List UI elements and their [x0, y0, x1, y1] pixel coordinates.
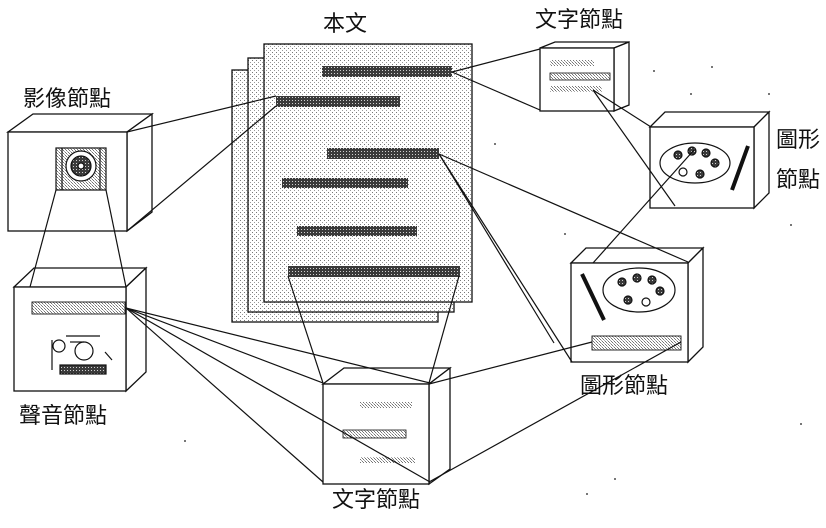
connector	[428, 341, 593, 385]
film-reel-icon	[55, 147, 107, 191]
sound-node-label: 聲音節點	[19, 404, 108, 429]
connector	[451, 71, 541, 111]
connector	[125, 307, 324, 384]
text-line	[342, 429, 407, 439]
paint-palette-icon	[580, 267, 682, 351]
scan-specks	[184, 66, 802, 495]
sound-node-side	[125, 266, 147, 393]
main-document-label: 本文	[323, 12, 368, 37]
sound-node	[12, 266, 148, 393]
connector	[125, 307, 324, 483]
graphic-node-middle-label: 圖形節點	[580, 374, 669, 399]
connector	[438, 153, 555, 344]
graphic-node-right-label-line2: 節點	[776, 168, 821, 193]
main-page	[263, 43, 473, 303]
text-line	[31, 301, 126, 315]
text-node-bottom	[321, 366, 452, 486]
connector-lines	[29, 48, 695, 483]
graphic-node-middle-top	[569, 247, 705, 264]
text-node-bottom-label: 文字節點	[332, 488, 421, 513]
connector	[105, 189, 127, 288]
connector	[428, 341, 682, 483]
image-node-label: 影像節點	[23, 87, 112, 112]
text-line	[591, 335, 682, 351]
text-line	[550, 60, 594, 66]
text-bar	[282, 178, 408, 188]
text-bar	[288, 266, 460, 277]
connector	[29, 189, 57, 288]
text-node-bottom-side	[428, 366, 451, 486]
connector	[126, 95, 277, 133]
connector	[451, 48, 541, 73]
text-line	[550, 86, 602, 92]
paint-palette-icon	[659, 142, 750, 191]
connector	[592, 89, 652, 128]
text-line	[360, 457, 415, 463]
connector	[592, 149, 695, 264]
text-bar	[327, 148, 439, 159]
graphic-node-right-side	[753, 110, 770, 210]
audio-circuit-icon	[51, 335, 113, 375]
text-line	[549, 72, 611, 81]
text-node-top-right	[613, 41, 630, 112]
text-node-top-label: 文字節點	[535, 8, 624, 33]
text-bar	[297, 226, 417, 236]
graphic-node-middle-side	[687, 246, 704, 364]
text-bar	[322, 66, 452, 77]
connector	[438, 153, 573, 363]
connector	[125, 307, 431, 483]
main-page-text-bars	[276, 66, 460, 277]
connector	[126, 105, 277, 232]
connector	[428, 275, 460, 384]
connector	[438, 153, 689, 263]
graphic-node-right-top	[648, 111, 771, 128]
connector	[287, 275, 324, 384]
connector	[125, 307, 431, 384]
text-line	[360, 402, 412, 408]
graphic-node-right-label-line1: 圖形	[776, 128, 821, 153]
text-bar	[276, 96, 400, 107]
text-node-top	[539, 41, 630, 112]
